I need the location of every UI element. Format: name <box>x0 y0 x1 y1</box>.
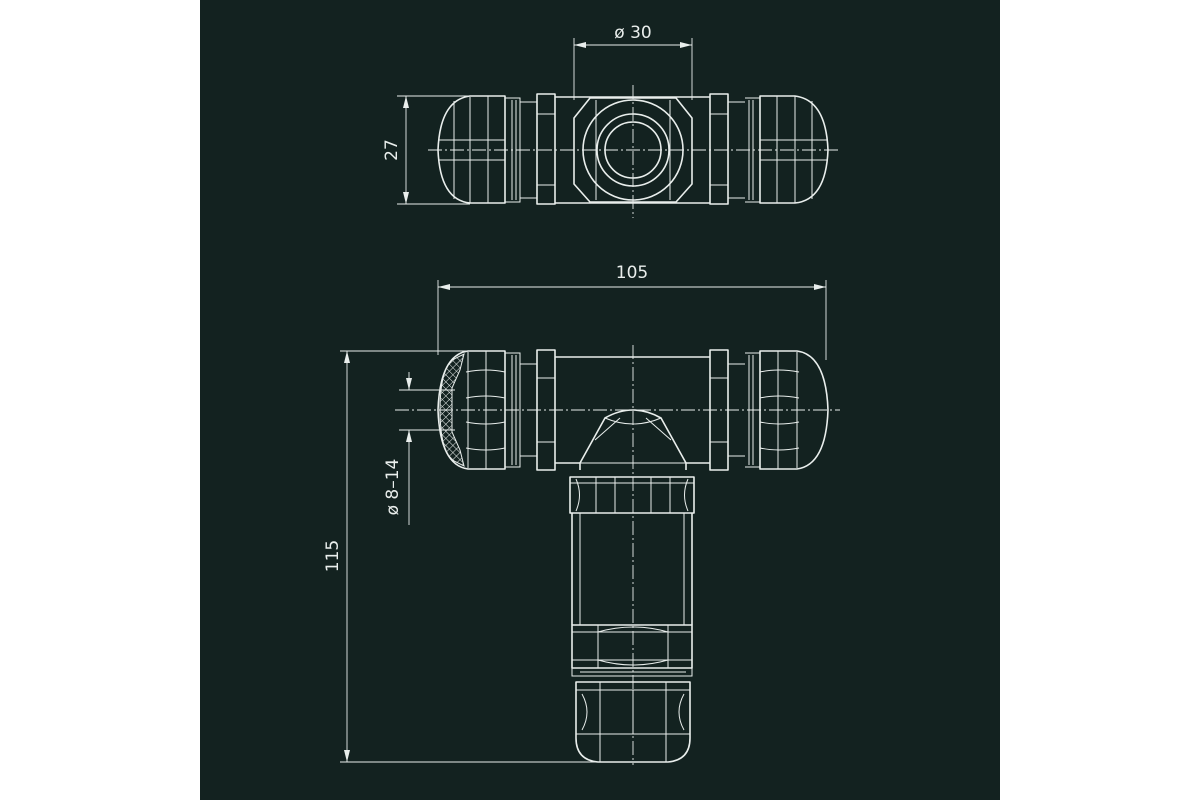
top-right-cap-nut <box>745 95 829 204</box>
top-right-hex-flange <box>709 93 745 205</box>
drawing-panel <box>200 0 1000 800</box>
dim-top-height: 27 <box>382 95 470 205</box>
front-view <box>395 345 840 765</box>
dim-overall-width-label: 105 <box>616 263 648 283</box>
front-branch-tube <box>571 513 693 625</box>
top-left-cap-nut <box>437 95 521 204</box>
front-right-hex-flange <box>709 349 745 471</box>
front-right-cap-nut <box>745 350 829 470</box>
front-branch-gland-cap <box>575 681 691 763</box>
front-left-cap-nut <box>437 350 537 470</box>
front-branch-shoulder <box>579 409 687 470</box>
dim-top-diameter: ø 30 <box>573 23 693 100</box>
top-view <box>428 85 838 218</box>
dim-top-height-label: 27 <box>382 139 402 161</box>
top-body-tube <box>555 96 710 204</box>
top-center-nut <box>573 97 693 203</box>
front-branch-lower-nut <box>571 624 693 677</box>
dim-cable-range-label: ø 8–14 <box>383 459 403 516</box>
front-branch-upper-nut <box>569 476 695 514</box>
dim-overall-width: 105 <box>437 263 827 360</box>
dim-overall-height-label: 115 <box>323 540 343 572</box>
dim-overall-height: 115 <box>323 350 598 763</box>
dim-cable-range: ø 8–14 <box>383 372 455 525</box>
front-body-tube <box>555 356 710 464</box>
top-left-hex-flange <box>520 93 556 205</box>
dim-top-diameter-label: ø 30 <box>614 23 651 43</box>
front-left-hex-flange <box>536 349 556 471</box>
